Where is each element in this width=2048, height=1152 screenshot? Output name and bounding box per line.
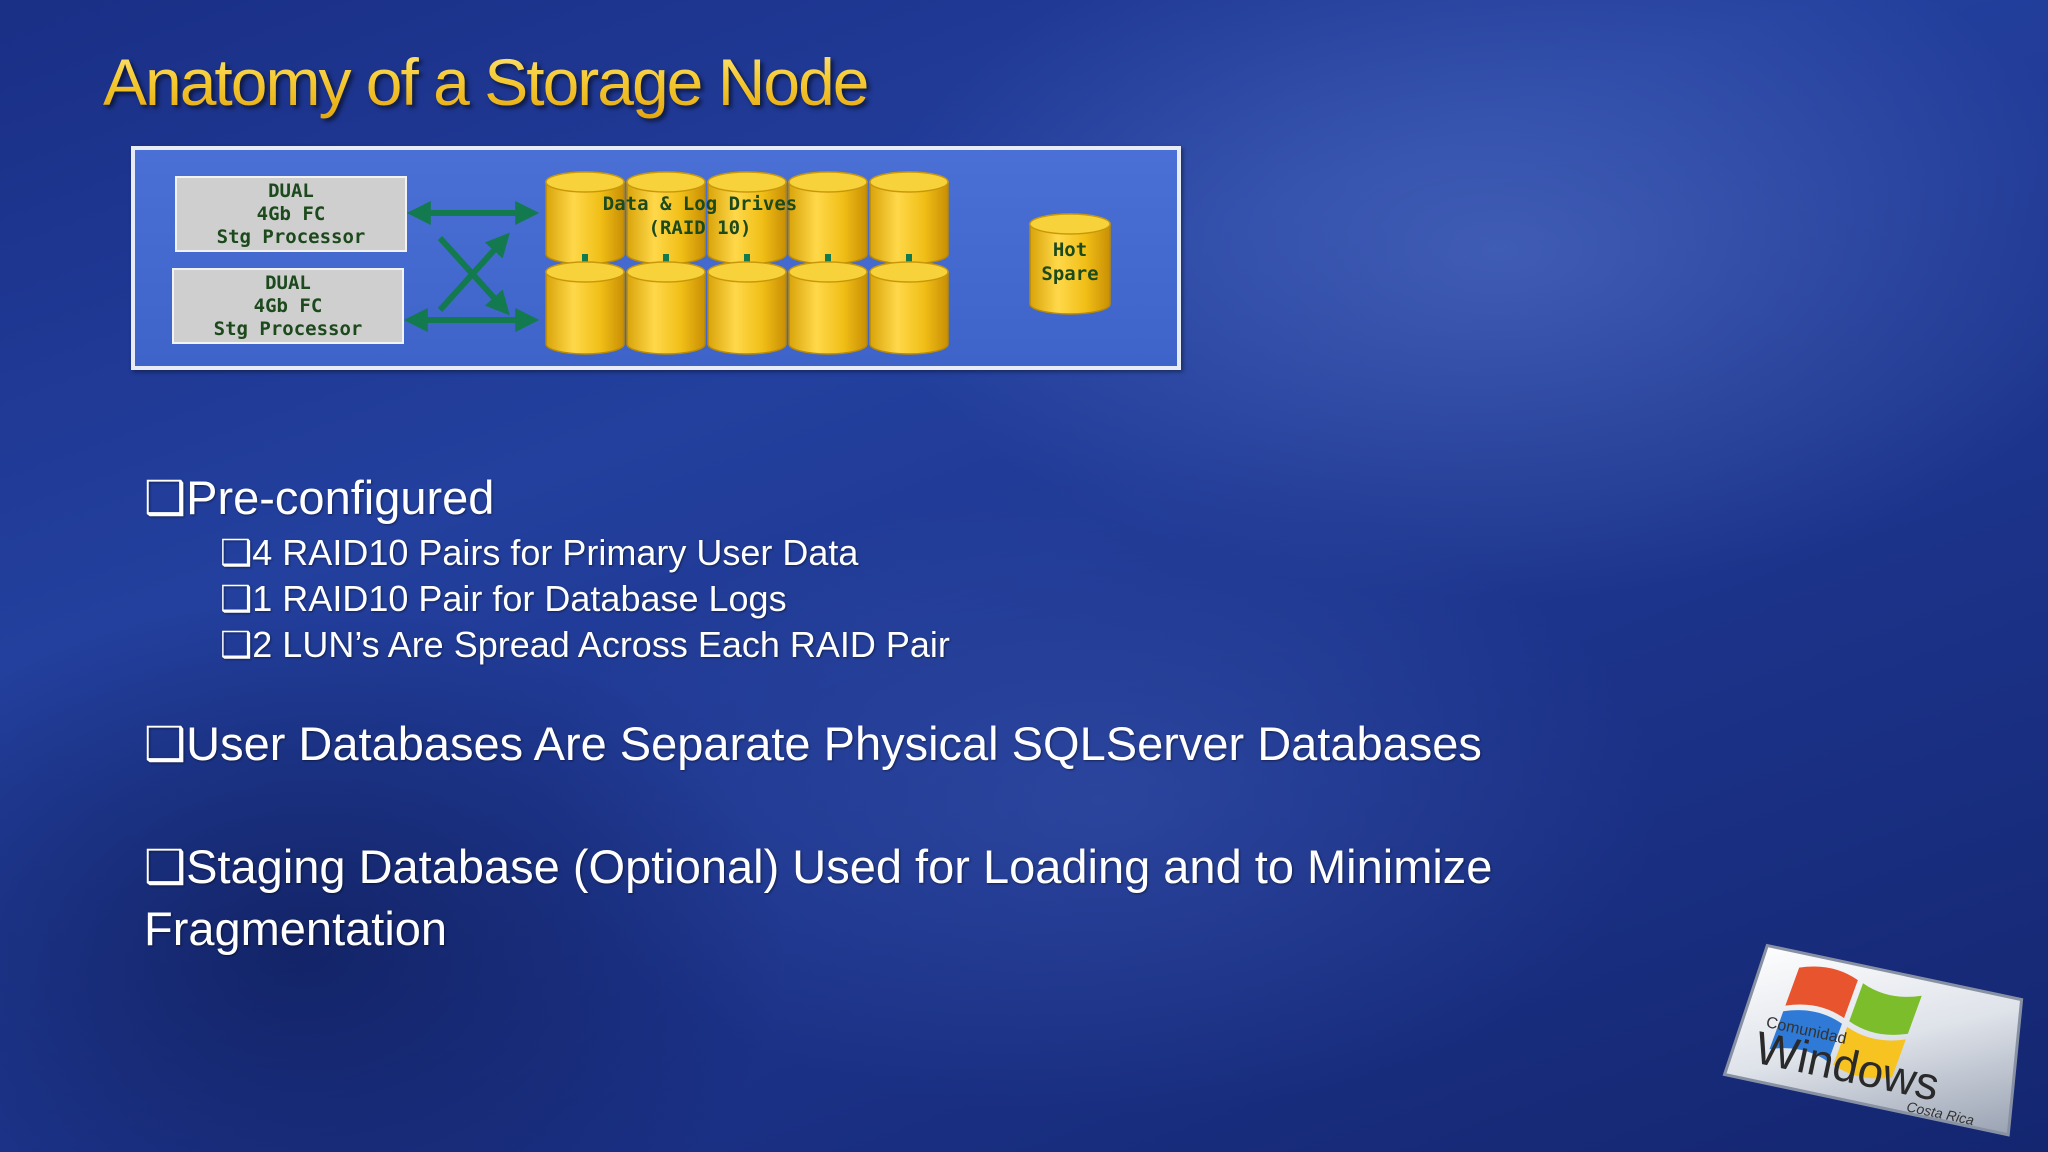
- drive-bottom-5: [869, 261, 949, 355]
- checkbox-bullet-icon: ❑: [220, 578, 253, 619]
- processor-2-line1: DUAL: [265, 271, 311, 294]
- bullet-staging-database: ❑Staging Database (Optional) Used for Lo…: [144, 839, 1492, 895]
- bullet-text: 4 RAID10 Pairs for Primary User Data: [252, 532, 859, 573]
- sub-bullet-luns: ❑2 LUN’s Are Spread Across Each RAID Pai…: [220, 624, 950, 666]
- bullet-text: User Databases Are Separate Physical SQL…: [186, 717, 1482, 770]
- drives-label-line1: Data & Log Drives: [602, 193, 798, 215]
- drive-bottom-2: [626, 261, 706, 355]
- bullet-staging-database-cont: Fragmentation: [144, 901, 447, 956]
- drive-top-5: [869, 171, 949, 265]
- bullet-text: Pre-configured: [186, 471, 495, 524]
- checkbox-bullet-icon: ❑: [144, 471, 187, 524]
- hot-spare-line2: Spare: [1041, 263, 1099, 285]
- storage-processor-1: DUAL 4Gb FC Stg Processor: [175, 176, 407, 252]
- processor-2-line3: Stg Processor: [213, 317, 363, 340]
- bullet-preconfigured: ❑Pre-configured: [144, 470, 494, 526]
- checkbox-bullet-icon: ❑: [144, 717, 187, 770]
- diagram-graphics: [403, 171, 1111, 355]
- hot-spare-line1: Hot: [1052, 239, 1088, 261]
- drive-row-bottom: [545, 261, 949, 355]
- checkbox-bullet-icon: ❑: [220, 624, 253, 665]
- drive-top-2: [626, 171, 706, 265]
- data-log-drives-label: Data & Log Drives (RAID 10): [535, 192, 865, 240]
- bullet-text: 2 LUN’s Are Spread Across Each RAID Pair: [252, 624, 950, 665]
- drive-row-top: [545, 171, 949, 265]
- processor-1-line3: Stg Processor: [216, 225, 366, 248]
- checkbox-bullet-icon: ❑: [144, 840, 187, 893]
- hot-spare-cylinder: [1029, 213, 1111, 315]
- bullet-text: Fragmentation: [144, 902, 448, 955]
- comunidad-windows-logo: Comunidad Windows Costa Rica: [1722, 943, 2024, 1137]
- hot-spare-drive: [1029, 213, 1111, 315]
- bullet-text: Staging Database (Optional) Used for Loa…: [186, 840, 1493, 893]
- sub-bullet-raid10-pairs: ❑4 RAID10 Pairs for Primary User Data: [220, 532, 858, 574]
- bullet-text: 1 RAID10 Pair for Database Logs: [252, 578, 787, 619]
- hot-spare-label: Hot Spare: [1025, 238, 1115, 286]
- sub-bullet-raid10-logs: ❑1 RAID10 Pair for Database Logs: [220, 578, 787, 620]
- connection-arrows: [403, 201, 540, 332]
- slide-title: Anatomy of a Storage Node: [103, 45, 869, 119]
- drive-bottom-1: [545, 261, 625, 355]
- processor-1-line1: DUAL: [268, 179, 314, 202]
- drive-bottom-4: [788, 261, 868, 355]
- bullet-user-databases: ❑User Databases Are Separate Physical SQ…: [144, 716, 1482, 772]
- storage-node-diagram: DUAL 4Gb FC Stg Processor DUAL 4Gb FC St…: [131, 146, 1181, 370]
- drives-label-line2: (RAID 10): [648, 217, 752, 239]
- processor-2-line2: 4Gb FC: [253, 294, 323, 317]
- storage-processor-2: DUAL 4Gb FC Stg Processor: [172, 268, 404, 344]
- drive-bottom-3: [707, 261, 787, 355]
- processor-1-line2: 4Gb FC: [256, 202, 326, 225]
- checkbox-bullet-icon: ❑: [220, 532, 253, 573]
